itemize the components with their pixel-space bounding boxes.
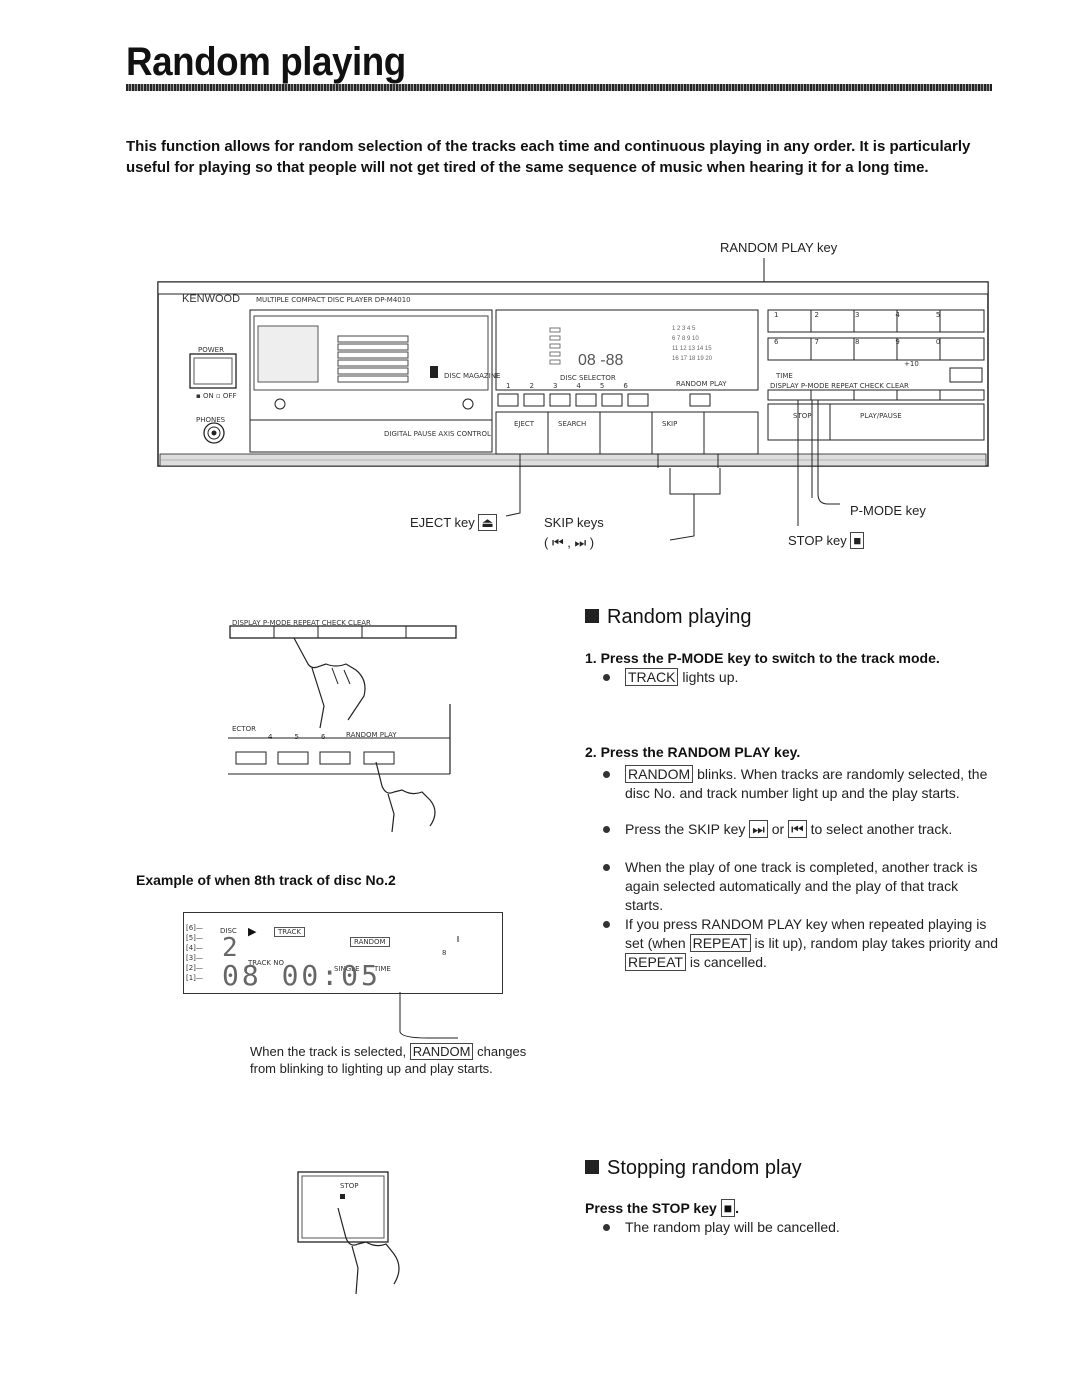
step1-bullet: TRACK lights up. <box>603 668 1003 687</box>
display-digits: 08 00:05 <box>222 959 381 992</box>
selector-nums-label: 123456 <box>506 382 647 390</box>
phones-label: PHONES <box>196 416 226 424</box>
repeat-box: REPEAT <box>689 934 751 952</box>
play-pause-device-label: PLAY/PAUSE <box>860 412 902 420</box>
bullet-dot-icon <box>603 864 610 871</box>
stop-press-illustration <box>297 1171 400 1295</box>
page-title: Random playing <box>126 40 406 84</box>
bullet-dot-icon <box>603 1224 610 1231</box>
power-label: POWER <box>198 346 224 354</box>
display-disc-indicators: [6]— [5]— [4]— [3]— [2]— [1]— <box>186 924 203 982</box>
disc-selector-label: DISC SELECTOR <box>560 374 616 382</box>
search-device-label: SEARCH <box>558 420 587 428</box>
plus10-device-label: +10 <box>904 360 919 368</box>
square-bullet-icon <box>585 1160 599 1174</box>
skip-device-label: SKIP <box>662 420 678 428</box>
display-example: DISC ▶ TRACK RANDOM 8 TRACK NO SINGLE TI… <box>183 912 503 994</box>
svg-text:6 7 8 9 10: 6 7 8 9 10 <box>672 336 699 342</box>
display-disc-no: 2 <box>222 933 238 963</box>
num-row2-label: 67890 <box>774 338 977 346</box>
stop-bullet: The random play will be cancelled. <box>603 1218 999 1237</box>
left-selector-nums: 456 <box>268 733 348 741</box>
bullet-dot-icon <box>603 826 610 833</box>
random-press-illustration <box>228 704 451 833</box>
step2-bullet-2: Press the SKIP key ⏭ or ⏮ to select anot… <box>603 820 999 839</box>
display-track-no-label: TRACK NO <box>248 959 284 967</box>
p-mode-key-label: P-MODE key <box>850 503 926 518</box>
step2-bullet-1: RANDOM blinks. When tracks are randomly … <box>603 765 999 803</box>
random-play-device-label: RANDOM PLAY <box>676 380 727 388</box>
left-random-label: RANDOM PLAY <box>346 731 397 739</box>
note-random-box: RANDOM <box>409 1043 474 1060</box>
stop-icon: ■ <box>720 1199 736 1217</box>
display-note: When the track is selected, RANDOM chang… <box>250 1043 527 1076</box>
random-play-key-label: RANDOM PLAY key <box>720 240 838 255</box>
eject-device-label: EJECT <box>514 420 535 428</box>
on-off-label: ▪ ON ▫ OFF <box>196 392 237 400</box>
step1-text: 1. Press the P-MODE key to switch to the… <box>585 650 940 666</box>
left-selector-label: ECTOR <box>232 725 256 733</box>
repeat-box-2: REPEAT <box>625 953 686 971</box>
display-single-label: SINGLE <box>334 965 360 973</box>
skip-forward-icon: ⏭ <box>749 820 768 838</box>
title-rule <box>126 84 992 91</box>
digital-label: DIGITAL PAUSE AXIS CONTROL <box>384 430 491 438</box>
step2-bullet-4: If you press RANDOM PLAY key when repeat… <box>603 915 999 972</box>
brand-label: KENWOOD <box>182 293 241 305</box>
stop-fig-label: STOP <box>340 1182 359 1190</box>
magazine-label: DISC MAGAZINE <box>444 372 501 380</box>
svg-text:08 -88: 08 -88 <box>578 352 623 369</box>
model-label: MULTIPLE COMPACT DISC PLAYER DP-M4010 <box>256 296 411 304</box>
stop-icon: ■ <box>850 532 865 549</box>
bullet-dot-icon <box>603 674 610 681</box>
eject-icon: ⏏ <box>478 514 497 531</box>
step2-bullet-3: When the play of one track is completed,… <box>603 858 999 915</box>
num-row1-label: 12345 <box>774 311 977 319</box>
section-random-heading: Random playing <box>585 606 752 629</box>
skip-keys-label: SKIP keys <box>544 515 604 530</box>
stop-device-label: STOP <box>793 412 812 420</box>
left-func-labels: DISPLAY P-MODE REPEAT CHECK CLEAR <box>232 619 371 627</box>
time-device-label: TIME <box>776 372 793 380</box>
display-time-label: TIME <box>374 965 391 973</box>
example-caption: Example of when 8th track of disc No.2 <box>136 872 396 888</box>
device-illustration: 08 -88 1 2 3 4 5 6 7 8 9 10 11 12 13 14 1… <box>157 258 989 541</box>
display-random-box: RANDOM <box>350 937 390 947</box>
display-disc-label: DISC <box>220 927 237 935</box>
intro-paragraph: This function allows for random selectio… <box>126 138 971 176</box>
display-num: 8 <box>442 949 447 957</box>
bullet-dot-icon <box>603 771 610 778</box>
step2-text: 2. Press the RANDOM PLAY key. <box>585 744 801 760</box>
svg-text:1 2 3 4 5: 1 2 3 4 5 <box>672 326 696 332</box>
display-callout-line <box>399 936 459 1039</box>
random-box: RANDOM <box>625 765 694 783</box>
svg-text:11 12 13 14 15: 11 12 13 14 15 <box>672 346 712 352</box>
track-box: TRACK <box>625 668 679 686</box>
eject-key-label: EJECT key ⏏ <box>410 514 497 531</box>
section-stop-heading: Stopping random play <box>585 1157 802 1180</box>
play-icon: ▶ <box>248 926 257 938</box>
svg-text:16 17 18 19 20: 16 17 18 19 20 <box>672 356 713 362</box>
bullet-dot-icon <box>603 921 610 928</box>
skip-symbols-label: ( ⏮ , ⏭ ) <box>544 535 595 550</box>
display-track-box: TRACK <box>274 927 305 937</box>
func-row-device-label: DISPLAY P-MODE REPEAT CHECK CLEAR <box>770 382 909 390</box>
stop-step-text: Press the STOP key ■. <box>585 1199 740 1217</box>
stop-key-label: STOP key ■ <box>788 532 865 549</box>
skip-back-icon: ⏮ <box>788 820 807 838</box>
square-bullet-icon <box>585 609 599 623</box>
pmode-press-illustration <box>229 625 457 729</box>
